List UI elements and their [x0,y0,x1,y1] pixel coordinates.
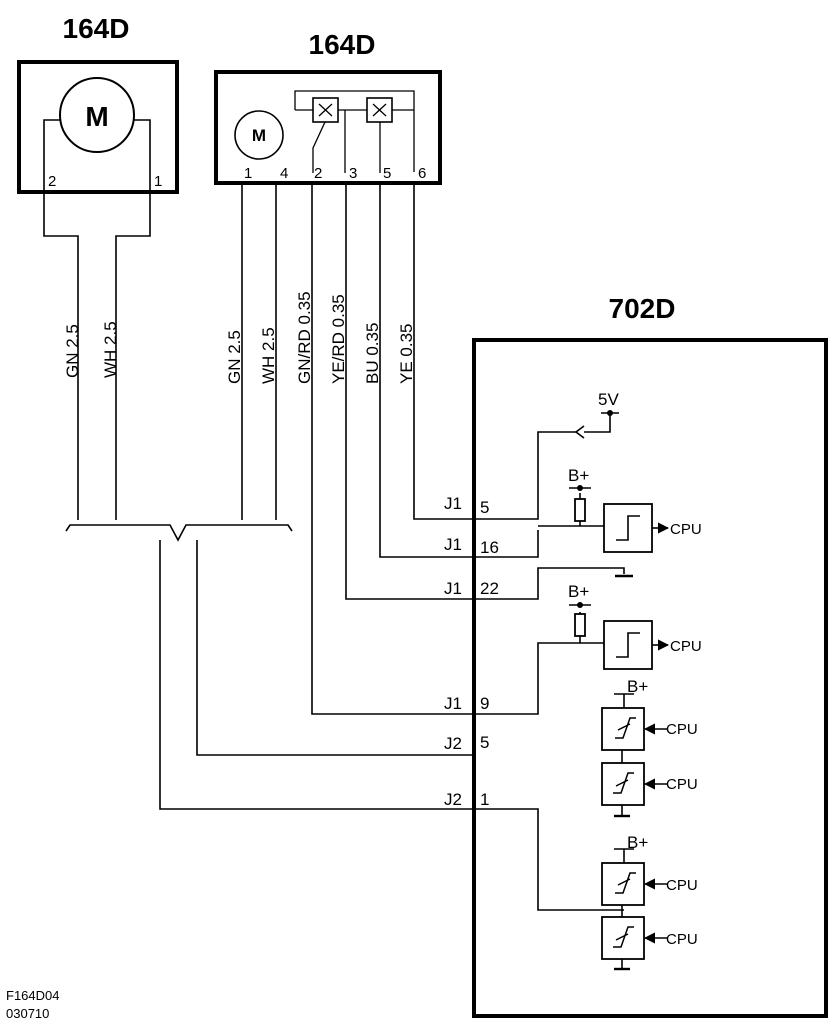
svg-text:9: 9 [480,694,489,713]
hall-sensor-1-icon [312,97,339,123]
connector-j1-9: J1 9 [444,694,489,713]
svg-text:16: 16 [480,538,499,557]
cpu-label-6: CPU [666,931,698,948]
left-motor-title: 164D [63,13,130,44]
svg-text:5: 5 [480,498,489,517]
svg-text:J1: J1 [444,579,462,598]
right-motor-component: M 1 4 2 3 5 6 [214,70,442,185]
module-box [472,338,828,1018]
left-motor-pin-2: 2 [48,173,56,190]
right-motor-pin-2: 2 [314,165,322,182]
right-motor-pin-6: 6 [418,165,426,182]
module-title: 702D [609,293,676,324]
low-side-switch-a-icon [601,762,645,806]
low-side-switch-b-icon [601,916,645,960]
hall-sensor-2-icon [366,97,393,123]
cpu-label-5: CPU [666,877,698,894]
right-motor-pin-3: 3 [349,165,357,182]
cpu-label-4: CPU [666,776,698,793]
high-side-switch-b-icon [601,862,645,906]
left-motor-letter: M [85,101,108,132]
svg-text:1: 1 [480,790,489,809]
right-motor-pin-5: 5 [383,165,391,182]
left-motor-pin-1: 1 [154,173,162,190]
wire-label-wh-right: WH 2.5 [259,327,278,384]
svg-text:J1: J1 [444,535,462,554]
svg-text:J1: J1 [444,494,462,513]
svg-text:5: 5 [480,733,489,752]
wire-label-gnrd: GN/RD 0.35 [295,291,314,384]
wire-label-ye: YE 0.35 [397,324,416,385]
wire-label-gn-right: GN 2.5 [225,330,244,384]
wire-label-yerd: YE/RD 0.35 [329,294,348,384]
svg-text:22: 22 [480,579,499,598]
right-motor-pin-4: 4 [280,165,288,182]
right-motor-symbol [234,110,284,160]
bplus-label-2: B+ [568,582,589,601]
connector-j2-5: J2 5 [444,733,489,753]
supply-5v-label: 5V [598,390,619,409]
wire-label-gn-left: GN 2.5 [63,324,82,378]
wire-label-bu: BU 0.35 [363,323,382,384]
high-side-switch-a-icon [601,707,645,751]
bplus-label-3: B+ [627,677,648,696]
cpu-label-2: CPU [670,638,702,655]
svg-text:J2: J2 [444,734,462,753]
harness-bracket [65,524,293,542]
connector-j1-5: J1 5 [444,494,489,517]
connector-j2-1: J2 1 [444,790,489,809]
cpu-label-1: CPU [670,521,702,538]
bplus-label-1: B+ [568,466,589,485]
right-motor-title: 164D [309,29,376,60]
wire-label-wh-left: WH 2.5 [101,321,120,378]
figure-code: F164D04 [6,988,59,1003]
right-motor-letter: M [252,126,266,145]
connector-j1-16: J1 16 [444,535,499,557]
svg-text:J1: J1 [444,694,462,713]
right-motor-pin-1: 1 [244,165,252,182]
bplus-label-4: B+ [627,833,648,852]
figure-date: 030710 [6,1006,49,1021]
cpu-label-3: CPU [666,721,698,738]
svg-text:J2: J2 [444,790,462,809]
left-motor-component: M 2 1 [17,60,179,520]
left-motor-symbol [59,77,135,153]
connector-j1-22: J1 22 [444,579,499,598]
